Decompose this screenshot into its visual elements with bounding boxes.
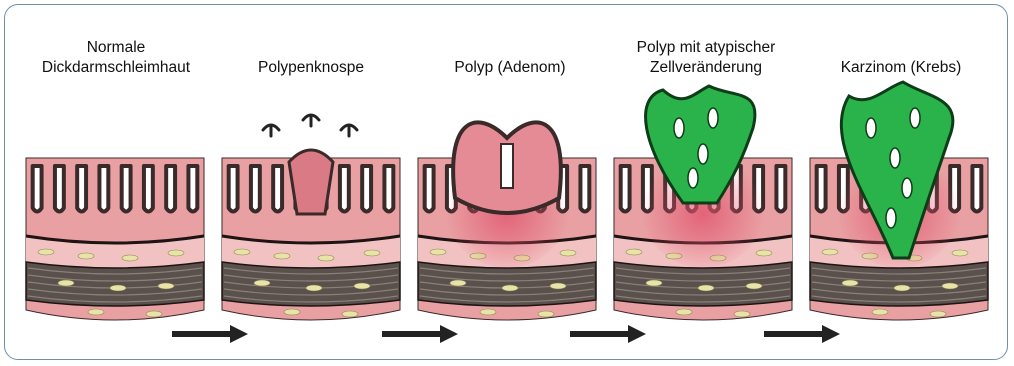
fat-cell <box>822 249 838 255</box>
fat-cell <box>58 280 74 286</box>
tumor-gap <box>674 118 684 138</box>
crypt-lumen <box>817 166 826 212</box>
fat-cell <box>318 255 334 261</box>
crypt-lumen <box>55 166 64 212</box>
panel-bud <box>222 115 400 320</box>
fat-cell <box>894 285 910 291</box>
fat-cell <box>158 283 174 289</box>
crypt-lumen <box>77 166 86 212</box>
crypt-lumen <box>776 166 785 212</box>
fat-cell <box>168 250 184 256</box>
fat-cell <box>274 253 290 259</box>
fat-cell <box>254 280 270 286</box>
panel-carcinoma <box>810 82 988 320</box>
crypt-lumen <box>166 166 175 212</box>
fat-cell <box>88 309 104 315</box>
fat-cell <box>364 250 380 256</box>
fat-cell <box>746 283 762 289</box>
fat-cell <box>342 311 358 317</box>
tumor-gap <box>688 168 698 188</box>
crypt-lumen <box>362 166 371 212</box>
crypt-lumen <box>33 166 42 212</box>
crypt-lumen <box>580 166 589 212</box>
curved-growth-arrow-icon <box>303 115 319 126</box>
crypt-lumen <box>229 166 238 212</box>
fat-cell <box>930 311 946 317</box>
fat-cell <box>146 311 162 317</box>
fat-cell <box>756 250 772 256</box>
tumor-gap <box>890 148 900 168</box>
fat-cell <box>734 311 750 317</box>
fat-cell <box>538 311 554 317</box>
crypt-lumen <box>144 166 153 212</box>
fat-cell <box>942 283 958 289</box>
tumor-gap <box>698 144 708 164</box>
fat-cell <box>110 285 126 291</box>
fat-cell <box>646 280 662 286</box>
fat-cell <box>38 249 54 255</box>
fat-cell <box>952 250 968 256</box>
curved-growth-arrow-icon <box>263 125 279 136</box>
fat-cell <box>354 283 370 289</box>
fat-cell <box>550 283 566 289</box>
crypt-lumen <box>251 166 260 212</box>
right-arrow-icon <box>764 325 840 343</box>
fat-cell <box>284 309 300 315</box>
panel-normal <box>26 158 204 320</box>
crypt-lumen <box>122 166 131 212</box>
fat-cell <box>842 280 858 286</box>
fat-cell <box>872 309 888 315</box>
fat-cell <box>676 309 692 315</box>
tumor-gap <box>708 108 718 128</box>
tumor-gap <box>902 178 912 198</box>
tumor-gap <box>910 108 920 128</box>
tumor-gap <box>866 118 876 138</box>
fat-cell <box>560 250 576 256</box>
fat-cell <box>234 249 250 255</box>
crypt-lumen <box>972 166 981 212</box>
fat-cell <box>450 280 466 286</box>
fat-cell <box>430 249 446 255</box>
crypt-lumen <box>425 166 434 212</box>
tumor-gap <box>886 208 896 228</box>
fat-cell <box>698 285 714 291</box>
crypt-lumen <box>340 166 349 212</box>
fat-cell <box>626 249 642 255</box>
fat-cell <box>480 309 496 315</box>
fat-cell <box>78 253 94 259</box>
polyp-bud <box>289 150 333 214</box>
panel-adenoma <box>418 122 596 320</box>
panel-atypical <box>614 86 792 320</box>
crypt-lumen <box>99 166 108 212</box>
right-arrow-icon <box>382 325 458 343</box>
crypt-lumen <box>621 166 630 212</box>
fat-cell <box>502 285 518 291</box>
curved-growth-arrow-icon <box>341 125 357 136</box>
fat-cell <box>306 285 322 291</box>
right-arrow-icon <box>570 325 646 343</box>
fat-cell <box>122 255 138 261</box>
crypt-lumen <box>273 166 282 212</box>
polyp-groove <box>501 144 513 188</box>
crypt-lumen <box>384 166 393 212</box>
right-arrow-icon <box>172 325 248 343</box>
crypt-lumen <box>188 166 197 212</box>
